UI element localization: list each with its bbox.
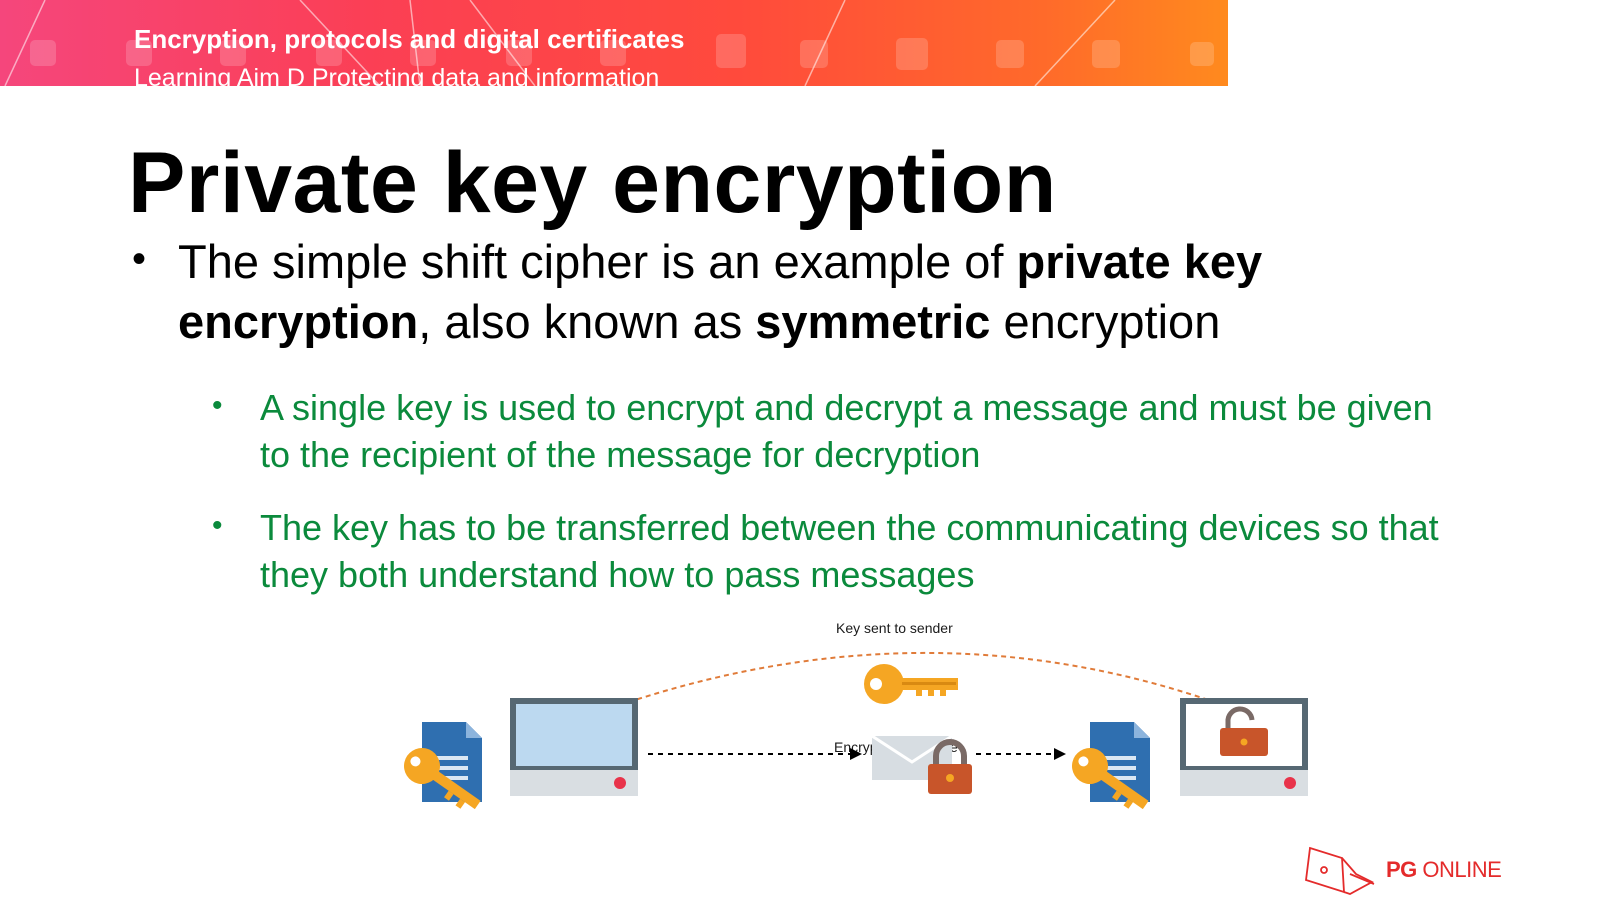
key-sent-label: Key sent to sender [836,620,953,636]
sub-bullet-text: A single key is used to encrypt and decr… [260,387,1433,475]
main-bullet: • The simple shift cipher is an example … [132,232,1512,352]
banner-decoration [4,0,1214,86]
banner-title: Encryption, protocols and digital certif… [134,24,685,54]
unlocked-lock-icon [1220,706,1268,756]
sub-bullet-2: • The key has to be transferred between … [212,504,1462,598]
sender-computer-icon [510,698,638,796]
key-icon [864,664,958,704]
header-banner: Encryption, protocols and digital certif… [0,0,1228,86]
banner-subtitle: Learning Aim D Protecting data and infor… [134,64,660,86]
slide-title: Private key encryption [128,135,1057,231]
sub-bullet-text: The key has to be transferred between th… [260,507,1439,595]
key-icon [1072,748,1149,810]
diagram-graphics [404,651,1308,810]
pg-online-logo-text: PG ONLINE [1386,857,1502,882]
lock-icon [928,739,972,794]
sub-bullet-1: • A single key is used to encrypt and de… [212,384,1462,478]
key-transfer-arc [577,651,1243,721]
bullet-dot: • [212,509,223,542]
receiver-computer-icon [1180,698,1308,796]
main-bullet-text: The simple shift cipher is an example of… [178,235,1263,348]
pg-online-logo-icon [1305,846,1375,895]
bullet-dot: • [132,237,147,281]
key-icon [404,748,481,810]
bullet-dot: • [212,389,223,422]
